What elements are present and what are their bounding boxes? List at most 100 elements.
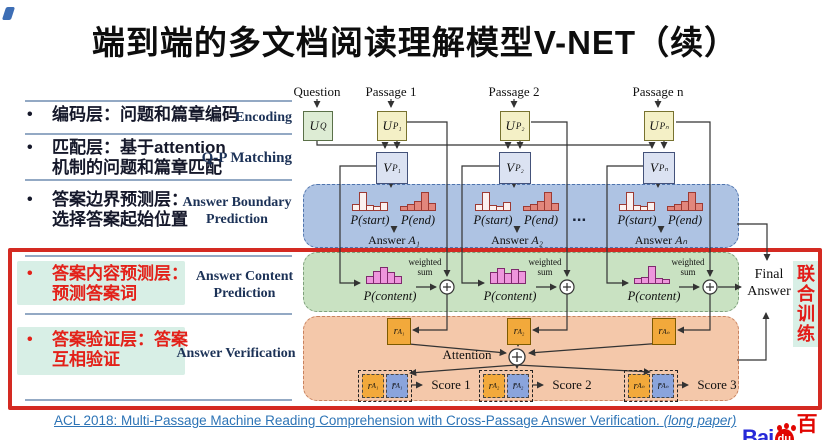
p-start-label: P(start): [350, 213, 390, 227]
paper-type-note: (long paper): [663, 413, 737, 428]
p-start-chart-n: [619, 190, 655, 211]
text-line: Final: [754, 267, 784, 282]
node-label: U: [649, 118, 659, 133]
score-2-label: Score 2: [552, 377, 592, 392]
text-line: sum: [680, 267, 696, 277]
final-answer-label: Final Answer: [742, 266, 796, 300]
bullet-icon: •: [27, 191, 33, 208]
node-sup: P₁: [392, 163, 401, 173]
text-line: sum: [417, 267, 433, 277]
citation-link[interactable]: ACL 2018: Multi-Passage Machine Reading …: [54, 413, 736, 428]
node-sup: A₂: [492, 382, 500, 390]
p-end-label: P(end): [523, 213, 558, 227]
node-sup: Pₙ: [658, 162, 669, 173]
node-sup: Pₙ: [659, 120, 669, 131]
text-line: weighted: [671, 257, 705, 267]
p-content-chart-1: [366, 259, 402, 284]
node-sup: Aₙ: [661, 382, 669, 390]
p-end-chart-n: [667, 190, 703, 211]
node-label: U: [382, 118, 392, 133]
node-label: r: [393, 326, 398, 337]
node-sup: Aₙ: [637, 382, 645, 390]
p-end-label: P(end): [400, 213, 435, 227]
text-line: Answer Content: [195, 269, 294, 284]
node-label: r: [633, 380, 638, 392]
text-line: weighted: [408, 257, 442, 267]
answer-2-label: Answer A₂: [482, 233, 552, 247]
text-line: 训: [797, 304, 815, 324]
baidu-paw-icon: du: [775, 424, 794, 440]
bullet-matching-en: Q-P Matching: [201, 150, 292, 166]
bullet-encoding-en: Encoding: [235, 110, 292, 125]
p-end-chart-2: [523, 190, 559, 211]
p-start-chart-2: [475, 190, 511, 211]
p-start-chart-1: [352, 190, 388, 211]
answer-var: A₂: [531, 233, 543, 247]
bullet-icon: •: [27, 106, 33, 123]
text-line: 预测答案词: [52, 284, 137, 303]
columns-ellipsis: ...: [572, 206, 587, 225]
p-content-label: P(content): [627, 289, 681, 303]
divider: [25, 133, 292, 135]
score-3-label: Score 3: [697, 377, 737, 392]
node-sup: Q: [319, 121, 327, 131]
text-line: 互相验证: [52, 350, 120, 369]
p-content-chart-2: [490, 259, 526, 284]
text-line: 匹配层：基于attention: [52, 138, 226, 157]
text-line: Prediction: [213, 286, 276, 301]
divider: [25, 399, 292, 401]
page-title: 端到端的多文档阅读理解模型V-NET（续）: [91, 24, 739, 61]
weighted-sum-label-1: weighted sum: [403, 257, 447, 277]
logo-text-bai: Bai: [742, 425, 774, 440]
pair-rbar-box: r̄A₂: [507, 374, 529, 398]
node-label: V: [383, 160, 392, 175]
text-line: weighted: [528, 257, 562, 267]
divider: [25, 179, 292, 181]
score-1-label: Score 1: [431, 377, 471, 392]
node-label: r̄: [391, 380, 396, 392]
joint-training-badge: 联 合 训 练: [793, 261, 819, 347]
answer-1-label: Answer A₁: [359, 233, 429, 247]
text-line: 答案内容预测层：: [52, 264, 188, 283]
node-label: V: [649, 160, 658, 175]
bullet-boundary-zh: 答案边界预测层： 选择答案起始位置: [52, 190, 188, 230]
answer-var: A₁: [408, 233, 420, 247]
p-start-label: P(start): [473, 213, 513, 227]
weighted-sum-label-n: weighted sum: [666, 257, 710, 277]
divider: [25, 100, 292, 102]
baidu-logo: Bai du 百度: [742, 408, 830, 440]
pair-rbar-box: r̄A₁: [386, 374, 408, 398]
p-content-label: P(content): [483, 289, 537, 303]
bullet-content-zh: 答案内容预测层： 预测答案词: [52, 264, 188, 304]
bullet-verification-en: Answer Verification: [176, 346, 296, 361]
divider: [25, 313, 292, 315]
answer-n-label: Answer Aₙ: [626, 233, 696, 247]
node-label: U: [309, 118, 319, 133]
attention-label: Attention: [442, 347, 492, 362]
node-sup: A₁: [397, 327, 405, 336]
node-sup: A₁: [371, 382, 379, 390]
highlight-block: [17, 261, 185, 305]
bullet-matching-zh: 匹配层：基于attention 机制的问题和篇章匹配: [52, 138, 226, 178]
text-line: 联: [797, 264, 815, 284]
highlight-block: [17, 327, 185, 375]
bullet-icon: •: [27, 139, 33, 156]
bullet-icon: •: [27, 265, 33, 282]
node-label: r̄: [657, 380, 662, 392]
bullet-encoding-zh: 编码层：问题和篇章编码: [52, 105, 239, 124]
text-line: 练: [797, 324, 815, 344]
bullet-verification-zh: 答案验证层：答案 互相验证: [52, 330, 188, 370]
text-line: Answer: [747, 284, 791, 299]
text-line: 答案边界预测层：: [52, 190, 188, 209]
node-sup: P₂: [515, 121, 525, 131]
